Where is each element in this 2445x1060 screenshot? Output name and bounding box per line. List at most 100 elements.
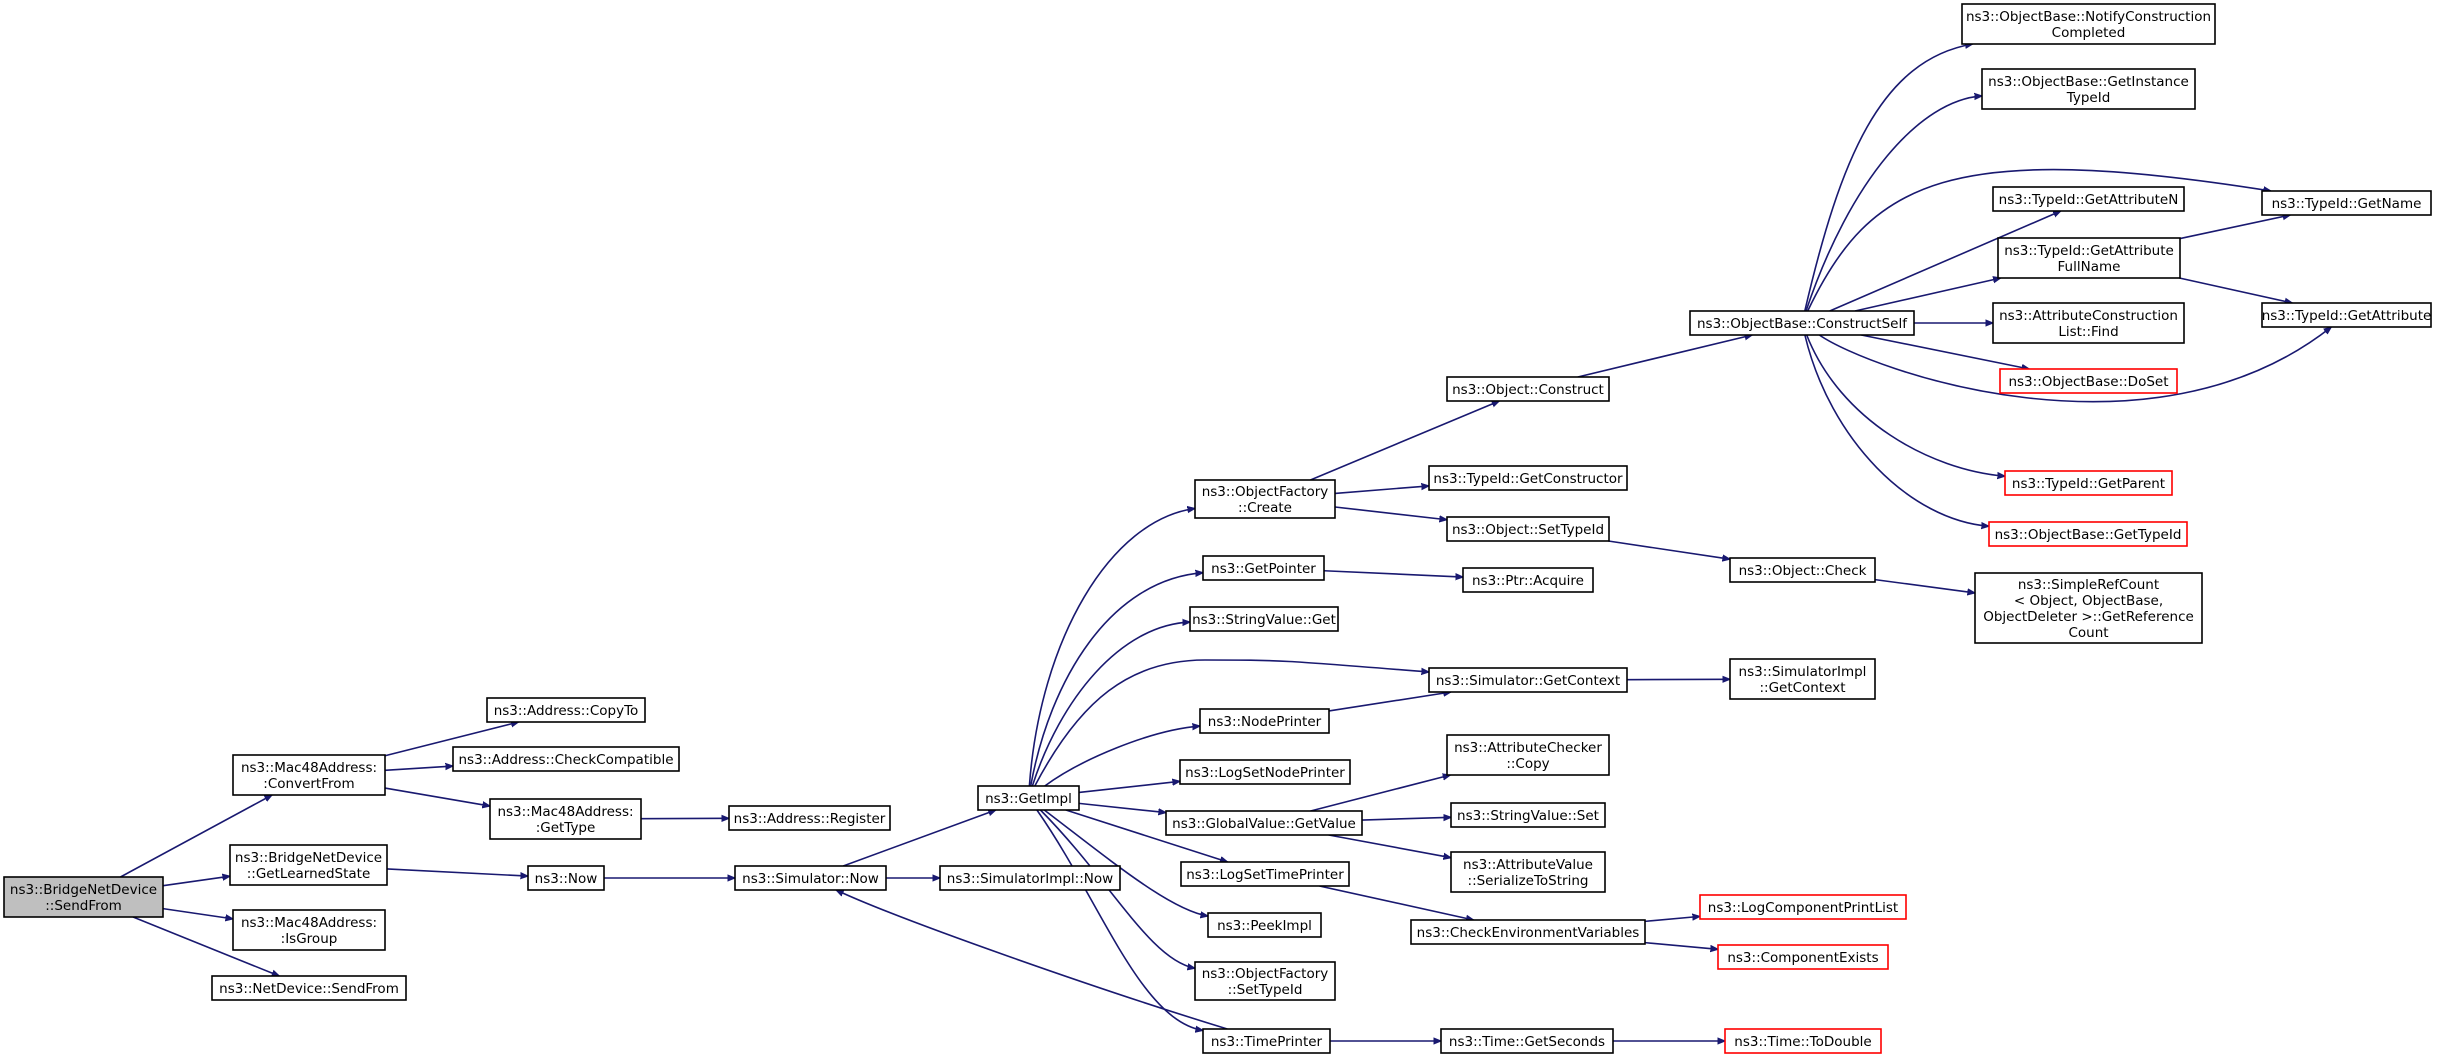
node-logsettimeprinter[interactable]: ns3::LogSetTimePrinter	[1180, 861, 1350, 887]
edge-tid_getattributefullname-to-tid_getattribute	[2179, 277, 2292, 303]
node-box	[1165, 810, 1363, 836]
edge-timeprinter-to-sim_now	[836, 889, 1228, 1030]
edge-getimpl-to-logsettimeprinter	[1065, 809, 1228, 862]
node-sim_now[interactable]: ns3::Simulator::Now	[734, 865, 887, 891]
node-sim_getcontext[interactable]: ns3::Simulator::GetContext	[1428, 667, 1628, 693]
node-label-line: ::Copy	[1506, 756, 1549, 772]
node-box	[1428, 667, 1628, 693]
node-componentexists[interactable]: ns3::ComponentExists	[1717, 944, 1889, 970]
node-box	[1988, 521, 2188, 547]
node-ob_notify[interactable]: ns3::ObjectBase::NotifyConstructionCompl…	[1961, 3, 2216, 45]
node-tid_getparent[interactable]: ns3::TypeId::GetParent	[2004, 470, 2173, 496]
node-of_create[interactable]: ns3::ObjectFactory::Create	[1194, 479, 1336, 519]
node-ob_doset[interactable]: ns3::ObjectBase::DoSet	[1999, 368, 2178, 394]
node-logsetnodeprinter[interactable]: ns3::LogSetNodePrinter	[1179, 759, 1351, 785]
node-attrchecker_copy[interactable]: ns3::AttributeChecker::Copy	[1446, 734, 1610, 776]
node-box	[1194, 479, 1336, 519]
node-label-line: ns3::ObjectFactory	[1202, 966, 1329, 982]
node-ptr_acquire[interactable]: ns3::Ptr::Acquire	[1462, 567, 1594, 593]
edge-ob_constructself-to-ob_doset	[1861, 334, 2029, 369]
edge-getpointer-to-ptr_acquire	[1323, 569, 1463, 577]
edge-getimpl-to-of_create	[1028, 508, 1195, 787]
edge-of_create-to-tid_getconstructor	[1334, 486, 1429, 495]
edge-of_create-to-obj_settypeid	[1334, 506, 1447, 520]
node-box	[1428, 465, 1628, 491]
edge-getimpl-to-nodeprinter	[1044, 726, 1200, 787]
node-stringvalue_get[interactable]: ns3::StringValue::Get	[1189, 606, 1339, 632]
edge-getimpl-to-stringvalue_get	[1031, 622, 1190, 787]
node-getlearnedstate[interactable]: ns3::BridgeNetDevice::GetLearnedState	[229, 844, 388, 886]
edge-sendfrom-to-convertfrom	[120, 794, 272, 878]
node-label-line: ns3::TypeId::GetAttribute	[2262, 308, 2432, 324]
node-copyto[interactable]: ns3::Address::CopyTo	[486, 697, 646, 723]
node-box	[939, 865, 1121, 891]
edge-sim_now-to-getimpl	[842, 810, 996, 867]
node-peekimpl[interactable]: ns3::PeekImpl	[1207, 912, 1322, 938]
node-nodeprinter[interactable]: ns3::NodePrinter	[1199, 708, 1330, 734]
node-box	[1729, 658, 1876, 700]
node-label-line: ns3::TypeId::GetConstructor	[1433, 471, 1623, 487]
nodes-layer: ns3::BridgeNetDevice::SendFromns3::Mac48…	[3, 3, 2432, 1054]
edge-gv_getvalue-to-attrchecker_copy	[1310, 775, 1451, 812]
node-attrvalue_serialize[interactable]: ns3::AttributeValue::SerializeToString	[1450, 851, 1606, 893]
node-label-line: :IsGroup	[281, 931, 338, 947]
node-logcomponentprintlist[interactable]: ns3::LogComponentPrintList	[1699, 894, 1907, 920]
node-ob_constructself[interactable]: ns3::ObjectBase::ConstructSelf	[1689, 310, 1915, 336]
edge-sendfrom-to-netdevice_sendfrom	[132, 916, 279, 977]
node-label-line: ns3::LogComponentPrintList	[1708, 900, 1898, 916]
node-simplerefcount[interactable]: ns3::SimpleRefCount< Object, ObjectBase,…	[1974, 572, 2203, 644]
node-label-line: ns3::TypeId::GetParent	[2012, 476, 2165, 492]
node-obj_settypeid[interactable]: ns3::Object::SetTypeId	[1446, 516, 1610, 542]
node-of_settypeid[interactable]: ns3::ObjectFactory::SetTypeId	[1194, 961, 1336, 1001]
node-checkenv[interactable]: ns3::CheckEnvironmentVariables	[1410, 919, 1646, 945]
node-box	[1981, 68, 2196, 110]
node-box	[486, 697, 646, 723]
node-addr_register[interactable]: ns3::Address::Register	[728, 805, 891, 831]
node-mac_gettype[interactable]: ns3::Mac48Address::GetType	[489, 798, 642, 840]
node-tid_getattributen[interactable]: ns3::TypeId::GetAttributeN	[1992, 186, 2185, 212]
node-tid_getattribute[interactable]: ns3::TypeId::GetAttribute	[2261, 302, 2432, 328]
node-obj_construct[interactable]: ns3::Object::Construct	[1446, 376, 1610, 402]
node-label-line: TypeId	[2066, 90, 2111, 106]
edge-gv_getvalue-to-attrvalue_serialize	[1328, 834, 1451, 858]
node-time_todouble[interactable]: ns3::Time::ToDouble	[1724, 1028, 1882, 1054]
node-time_getseconds[interactable]: ns3::Time::GetSeconds	[1440, 1028, 1614, 1054]
node-label-line: ns3::BridgeNetDevice	[235, 850, 382, 866]
node-checkcompatible[interactable]: ns3::Address::CheckCompatible	[452, 746, 680, 772]
node-isgroup[interactable]: ns3::Mac48Address::IsGroup	[232, 909, 386, 951]
edges-layer	[120, 44, 2331, 1041]
node-label-line: ns3::Now	[535, 871, 598, 887]
node-netdevice_sendfrom[interactable]: ns3::NetDevice::SendFrom	[211, 975, 407, 1001]
node-label-line: ::SendFrom	[45, 898, 122, 914]
node-obj_check[interactable]: ns3::Object::Check	[1729, 557, 1876, 583]
node-simimpl_now[interactable]: ns3::SimulatorImpl::Now	[939, 865, 1121, 891]
node-label-line: ns3::ObjectFactory	[1202, 484, 1329, 500]
node-box	[728, 805, 891, 831]
node-label-line: ns3::AttributeConstruction	[1999, 308, 2178, 324]
node-convertfrom[interactable]: ns3::Mac48Address::ConvertFrom	[232, 754, 386, 796]
node-label-line: ns3::Time::ToDouble	[1734, 1034, 1871, 1050]
node-box	[2261, 190, 2432, 216]
node-label-line: ns3::TimePrinter	[1211, 1034, 1323, 1050]
node-label-line: ns3::ObjectBase::NotifyConstruction	[1966, 9, 2211, 25]
node-label-line: ns3::Mac48Address:	[241, 760, 377, 776]
node-stringvalue_set[interactable]: ns3::StringValue::Set	[1450, 802, 1606, 828]
node-box	[527, 865, 605, 891]
node-getpointer[interactable]: ns3::GetPointer	[1202, 555, 1325, 581]
node-label-line: ns3::LogSetTimePrinter	[1186, 867, 1344, 883]
node-timeprinter[interactable]: ns3::TimePrinter	[1202, 1028, 1331, 1054]
node-simimpl_getcontext[interactable]: ns3::SimulatorImpl::GetContext	[1729, 658, 1876, 700]
node-now[interactable]: ns3::Now	[527, 865, 605, 891]
node-label-line: ns3::SimulatorImpl::Now	[947, 871, 1113, 887]
node-box	[1724, 1028, 1882, 1054]
node-tid_getconstructor[interactable]: ns3::TypeId::GetConstructor	[1428, 465, 1628, 491]
node-sendfrom[interactable]: ns3::BridgeNetDevice::SendFrom	[3, 876, 164, 918]
node-ob_gettypeid[interactable]: ns3::ObjectBase::GetTypeId	[1988, 521, 2188, 547]
node-gv_getvalue[interactable]: ns3::GlobalValue::GetValue	[1165, 810, 1363, 836]
node-label-line: ns3::CheckEnvironmentVariables	[1417, 925, 1640, 941]
node-tid_getname[interactable]: ns3::TypeId::GetName	[2261, 190, 2432, 216]
node-getimpl[interactable]: ns3::GetImpl	[977, 785, 1080, 811]
